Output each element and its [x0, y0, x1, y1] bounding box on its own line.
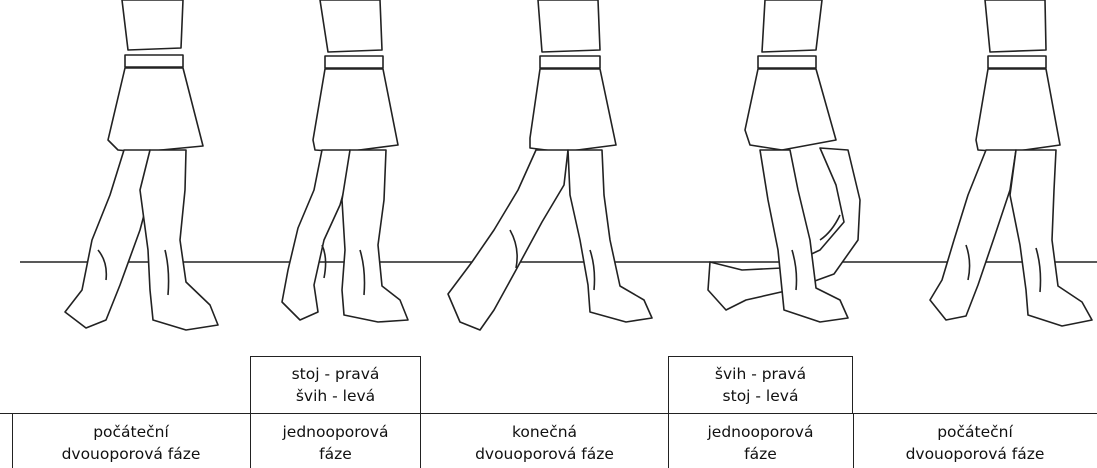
support-swing-box-1-line1: stoj - pravá — [292, 363, 380, 385]
support-swing-box-2-line1: švih - pravá — [715, 363, 806, 385]
support-swing-box-1-line2: švih - levá — [296, 385, 375, 407]
phase-label-2-line1: jednooporová — [283, 421, 389, 443]
phase-label-1-line1: počáteční — [93, 421, 169, 443]
support-swing-box-1: stoj - pravá švih - levá — [250, 356, 421, 414]
walker-figure-2 — [282, 0, 408, 322]
phase-label-1-line2: dvouoporová fáze — [62, 443, 201, 465]
phase-label-5-line2: dvouoporová fáze — [906, 443, 1045, 465]
walker-figure-4 — [708, 0, 860, 322]
phase-label-4: jednooporová fáze — [668, 417, 853, 468]
phase-label-4-line2: fáze — [744, 443, 777, 465]
support-swing-box-2: švih - pravá stoj - levá — [668, 356, 853, 414]
walker-figure-3 — [448, 0, 652, 330]
phase-label-3: konečná dvouoporová fáze — [421, 417, 668, 468]
phase-label-3-line1: konečná — [512, 421, 577, 443]
walker-figure-1 — [65, 0, 218, 330]
phase-label-3-line2: dvouoporová fáze — [475, 443, 614, 465]
phase-label-4-line1: jednooporová — [708, 421, 814, 443]
phase-label-5-line1: počáteční — [937, 421, 1013, 443]
walker-figure-5 — [930, 0, 1092, 326]
support-swing-box-2-line2: stoj - levá — [723, 385, 799, 407]
phase-label-2: jednooporová fáze — [250, 417, 421, 468]
phase-label-2-line2: fáze — [319, 443, 352, 465]
phase-label-5: počáteční dvouoporová fáze — [853, 417, 1097, 468]
phase-bar-line — [0, 413, 1097, 414]
phase-label-1: počáteční dvouoporová fáze — [12, 417, 250, 468]
gait-illustration — [0, 0, 1097, 410]
